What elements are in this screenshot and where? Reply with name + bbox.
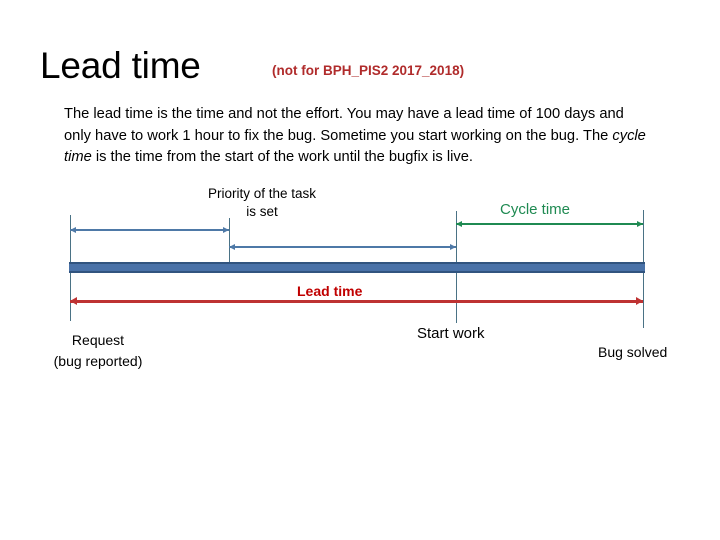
span-priority-to-start-work <box>229 243 456 250</box>
span-request-to-priority <box>70 226 229 233</box>
arrow-head-right <box>637 220 643 227</box>
arrow-head-left <box>229 243 235 250</box>
label-request-line-1: Request <box>71 332 125 348</box>
title-row: Lead time (not for BPH_PIS2 2017_2018) <box>40 44 680 92</box>
span-lead-time <box>70 297 643 305</box>
arrow-head-left <box>70 226 76 233</box>
arrow-shaft <box>70 300 643 303</box>
arrow-head-right <box>450 243 456 250</box>
arrow-shaft <box>229 246 456 248</box>
page-title: Lead time <box>40 45 201 86</box>
title-note: (not for BPH_PIS2 2017_2018) <box>272 63 465 78</box>
label-priority-of-the-task: Priority of the task is set <box>197 185 327 221</box>
label-request-line-2: (bug reported) <box>53 353 143 369</box>
arrow-head-right <box>636 297 643 305</box>
label-priority-line-2: is set <box>246 204 278 219</box>
label-request: Request (bug reported) <box>38 330 158 372</box>
body-part-1: The lead time is the time and not the ef… <box>64 106 624 144</box>
body-part-2: is the time from the start of the work u… <box>91 149 473 165</box>
span-cycle-time <box>456 220 643 227</box>
arrow-head-right <box>223 226 229 233</box>
label-priority-line-1: Priority of the task <box>207 186 317 201</box>
body-emphasis-cycle-time: cycle time <box>64 127 646 166</box>
label-bug-solved: Bug solved <box>598 344 668 360</box>
arrow-shaft <box>70 229 229 231</box>
arrow-shaft <box>456 223 643 225</box>
guide-line-priority-set <box>229 218 230 266</box>
label-start-work: Start work <box>417 325 485 342</box>
arrow-head-left <box>70 297 77 305</box>
label-lead-time: Lead time <box>297 283 363 299</box>
arrow-head-left <box>456 220 462 227</box>
label-cycle-time: Cycle time <box>500 201 571 218</box>
body-paragraph: The lead time is the time and not the ef… <box>64 104 654 169</box>
timeline-bar <box>69 262 645 273</box>
